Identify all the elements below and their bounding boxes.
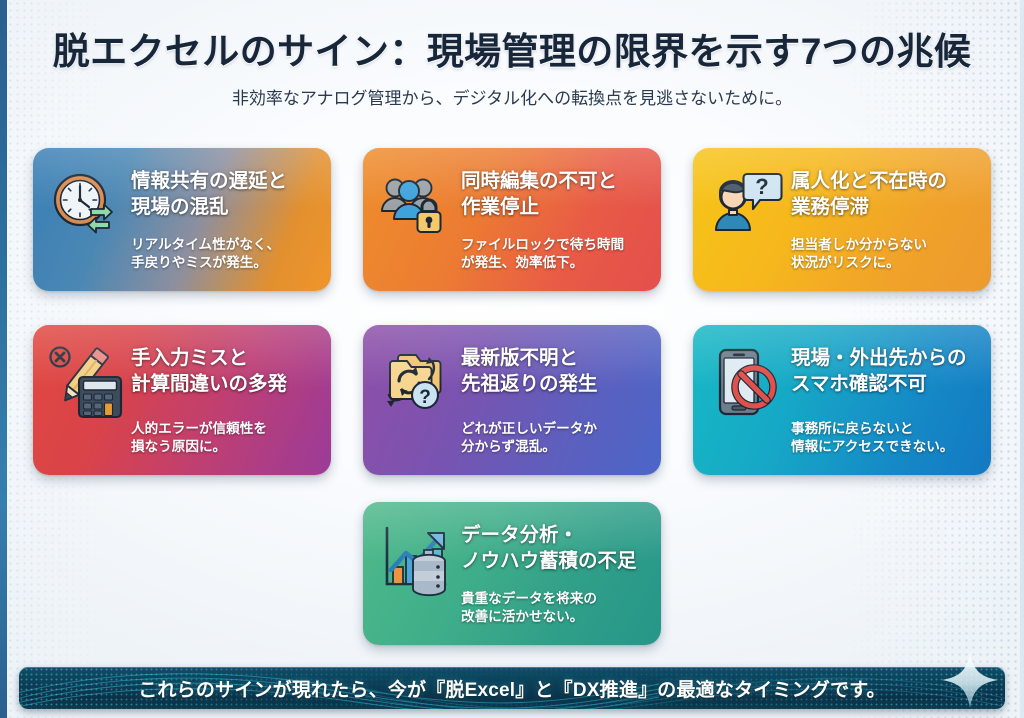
card-detail: ファイルロックで待ち時間 が発生、効率低下。 (461, 236, 625, 271)
folder-sync-question-icon: ? (377, 343, 455, 421)
card-detail: 事務所に戻らないと 情報にアクセスできない。 (791, 420, 954, 455)
card-headline: 現場・外出先からの スマホ確認不可 (791, 347, 967, 396)
smartphone-prohibited-icon (707, 343, 785, 421)
page-title: 脱エクセルのサイン：現場管理の限界を示す7つの兆候 (52, 31, 972, 72)
card-headline: 手入力ミスと 計算間違いの多発 (131, 347, 288, 396)
page-subtitle: 非効率なアナログ管理から、デジタル化への転換点を見逃さないために。 (231, 89, 793, 108)
sign-card-version-confusion[interactable]: ? 最新版不明と 先祖返りの発生 どれが正しいデータか 分からず混乱。 (363, 325, 661, 475)
svg-text:?: ? (755, 174, 768, 199)
card-headline: 情報共有の遅延と 現場の混乱 (131, 170, 288, 219)
sign-card-no-mobile-access[interactable]: 現場・外出先からの スマホ確認不可 事務所に戻らないと 情報にアクセスできない。 (693, 325, 991, 475)
banner-message: これらのサインが現れたら、今が『脱Excel』と『DX推進』の最適なタイミングで… (138, 679, 886, 701)
clock-exchange-arrows-icon (47, 166, 125, 244)
people-lock-icon (377, 166, 455, 244)
svg-text:?: ? (419, 387, 431, 408)
sign-card-lack-of-data-analysis[interactable]: データ分析・ ノウハウ蓄積の不足 貴重なデータを将来の 改善に活かせない。 (363, 502, 661, 645)
sign-card-information-sharing-delay[interactable]: 情報共有の遅延と 現場の混乱 リアルタイム性がなく、 手戻りやミスが発生。 (33, 148, 331, 291)
growth-chart-database-icon (377, 520, 455, 598)
sign-card-no-concurrent-editing[interactable]: 同時編集の不可と 作業停止 ファイルロックで待ち時間 が発生、効率低下。 (363, 148, 661, 291)
pencil-error-calculator-icon (47, 343, 125, 421)
card-detail: リアルタイム性がなく、 手戻りやミスが発生。 (131, 236, 281, 271)
card-headline: 最新版不明と 先祖返りの発生 (461, 347, 598, 396)
card-headline: 同時編集の不可と 作業停止 (461, 170, 618, 219)
sign-card-manual-input-errors[interactable]: 手入力ミスと 計算間違いの多発 人的エラーが信頼性を 損なう原因に。 (33, 325, 331, 475)
card-detail: どれが正しいデータか 分からず混乱。 (461, 420, 597, 455)
card-detail: 貴重なデータを将来の 改善に活かせない。 (461, 590, 597, 625)
right-edge-accent-strip (1020, 0, 1024, 718)
closing-message-banner: これらのサインが現れたら、今が『脱Excel』と『DX推進』の最適なタイミングで… (19, 667, 1005, 709)
person-question-bubble-icon: ? (707, 166, 785, 244)
card-headline: 属人化と不在時の 業務停滞 (791, 170, 948, 219)
sign-card-knowledge-siloing[interactable]: ? 属人化と不在時の 業務停滞 担当者しか分からない 状況がリスクに。 (693, 148, 991, 291)
left-edge-accent-strip (0, 0, 7, 718)
card-headline: データ分析・ ノウハウ蓄積の不足 (461, 524, 637, 573)
card-detail: 担当者しか分からない 状況がリスクに。 (791, 236, 927, 271)
card-detail: 人的エラーが信頼性を 損なう原因に。 (131, 420, 267, 455)
